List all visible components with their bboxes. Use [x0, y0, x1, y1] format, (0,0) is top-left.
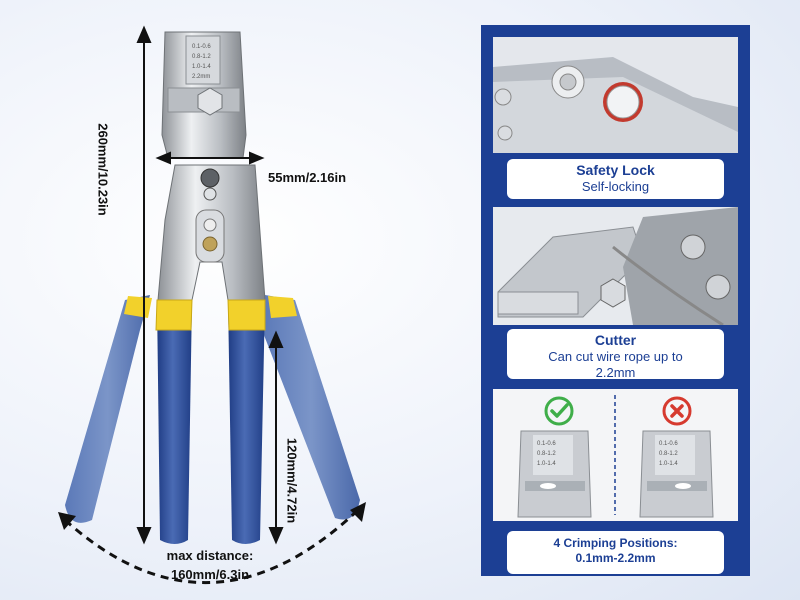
- yellow-band-right: [227, 299, 266, 331]
- max-distance-label: max distance:: [166, 548, 254, 563]
- crimping-subtitle: 0.1mm-2.2mm: [575, 551, 656, 565]
- length-dimension-label: 260mm/10.23in: [95, 123, 111, 216]
- open-handle-left: [65, 295, 150, 523]
- handle-length-dimension-label: 120mm/4.72in: [284, 437, 300, 524]
- svg-text:2.2mm: 2.2mm: [192, 74, 210, 80]
- max-distance-value: 160mm/6.3in: [170, 567, 250, 582]
- front-handle-left: [157, 300, 192, 544]
- safety-lock-subtitle: Self-locking: [581, 179, 650, 194]
- svg-text:0.1-0.6: 0.1-0.6: [537, 441, 556, 447]
- jaw-hex-bolt: [197, 87, 223, 116]
- check-circle-icon: [544, 396, 574, 426]
- x-circle-icon: [662, 396, 692, 426]
- length-dimension-arrow: [136, 25, 152, 545]
- cutter-subtitle: Can cut wire rope up to 2.2mm: [548, 349, 683, 380]
- safety-lock-photo: [493, 37, 738, 153]
- svg-text:1.0-1.4: 1.0-1.4: [192, 64, 211, 70]
- front-handle-right: [228, 300, 265, 544]
- handle-length-dimension-arrow: [268, 330, 284, 545]
- open-handle-right: [262, 295, 360, 520]
- safety-lock-caption: Safety Lock Self-locking: [507, 159, 724, 199]
- features-panel: Safety Lock Self-locking Cutter Can cut …: [481, 25, 750, 576]
- max-distance-arc: [63, 508, 360, 584]
- svg-text:0.1-0.6: 0.1-0.6: [192, 44, 211, 50]
- yellow-band-left: [155, 299, 193, 331]
- jaw-width-dimension-label: 55mm/2.16in: [268, 170, 347, 185]
- cutter-caption: Cutter Can cut wire rope up to 2.2mm: [507, 329, 724, 380]
- crimping-caption: 4 Crimping Positions: 0.1mm-2.2mm: [507, 531, 724, 574]
- svg-text:0.8-1.2: 0.8-1.2: [537, 451, 556, 457]
- crimping-title: 4 Crimping Positions:: [553, 536, 678, 550]
- safety-lock-title: Safety Lock: [576, 162, 655, 178]
- svg-text:0.8-1.2: 0.8-1.2: [659, 451, 678, 457]
- crimping-comparison-photo: 0.1-0.6 0.8-1.2 1.0-1.4 0.1-0.6 0.8-1.2 …: [493, 389, 738, 521]
- cutter-photo: [493, 207, 738, 325]
- svg-text:1.0-1.4: 1.0-1.4: [537, 461, 556, 467]
- cutter-title: Cutter: [594, 332, 637, 348]
- svg-text:1.0-1.4: 1.0-1.4: [659, 461, 678, 467]
- jaw-width-dimension-arrow: [155, 151, 265, 165]
- crimping-tool-illustration: 0.1-0.6 0.8-1.2 1.0-1.4 2.2mm: [58, 25, 366, 584]
- svg-text:0.8-1.2: 0.8-1.2: [192, 54, 211, 60]
- svg-text:0.1-0.6: 0.1-0.6: [659, 441, 678, 447]
